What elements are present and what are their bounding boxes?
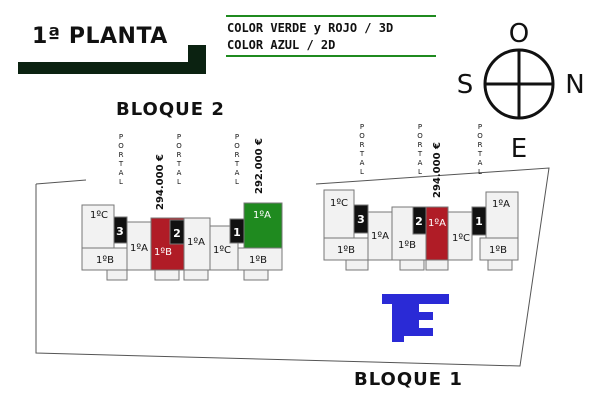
b1-portal-3-text: PORTAL — [358, 123, 366, 177]
title-underline-bar — [18, 62, 188, 74]
bloque-1-label: BLOQUE 1 — [354, 369, 463, 390]
b2-portal-1-text: PORTAL — [233, 133, 241, 187]
compass-west-label: O — [509, 19, 529, 49]
b2-price-red: 294.000 € — [155, 154, 166, 210]
compass-north-label: N — [565, 70, 584, 100]
bloque-2 — [81, 202, 283, 281]
unit-b1-c1 — [323, 189, 355, 239]
site-boundary-top-left — [35, 179, 87, 185]
portal-b1-2 — [412, 206, 427, 235]
legend-rule-top — [226, 15, 436, 17]
b2-price-green: 292.000 € — [254, 138, 265, 194]
b1-unit-a-red-label: 1ºA — [428, 218, 446, 229]
b2-portal-3-number: 3 — [116, 225, 124, 238]
bloque-2-label: BLOQUE 2 — [116, 99, 225, 120]
unit-b2-a1 — [126, 221, 152, 271]
b2-unit-b1-label: 1ºB — [96, 255, 114, 266]
unit-b2-a-green — [243, 202, 283, 249]
b2-portal-2-number: 2 — [173, 227, 181, 240]
b2-unit-c1-label: 1ºC — [90, 210, 108, 221]
b2-unit-a-green-label: 1ºA — [253, 210, 271, 221]
b1-portal-2-text: PORTAL — [416, 123, 424, 177]
b1-unit-b3-label: 1ºB — [489, 245, 507, 256]
b2-unit-c2-label: 1ºC — [213, 245, 231, 256]
unit-b1-c2 — [447, 211, 473, 261]
b2-unit-b2-label: 1ºB — [249, 255, 267, 266]
b2-portal-2-text: PORTAL — [175, 133, 183, 187]
portal-b2-1 — [229, 218, 245, 244]
b2-unit-b-red-label: 1ºB — [154, 247, 172, 258]
b2-unit-a1-label: 1ºA — [130, 243, 148, 254]
compass: O S N E — [457, 19, 585, 164]
unit-b1-a2 — [485, 191, 519, 239]
bloque-1 — [323, 189, 519, 271]
b1-unit-a2-label: 1ºA — [492, 199, 510, 210]
b1-portal-1-number: 1 — [475, 215, 483, 228]
b1-portal-2-number: 2 — [415, 215, 423, 228]
b1-unit-a1-label: 1ºA — [371, 231, 389, 242]
compass-east-label: E — [511, 134, 527, 164]
b1-price-red: 294.000 € — [432, 142, 443, 198]
portal-b1-3 — [353, 204, 369, 234]
b1-portal-1-text: PORTAL — [476, 123, 484, 177]
floor-title: 1ª PLANTA — [32, 24, 168, 49]
portal-b1-1 — [471, 206, 487, 236]
unit-b1-a-red — [425, 206, 449, 261]
portal-b2-3 — [113, 216, 128, 244]
b1-unit-c2-label: 1ºC — [452, 233, 470, 244]
unit-2d-blue — [382, 294, 449, 342]
b1-unit-b2-label: 1ºB — [398, 240, 416, 251]
b2-unit-a2-label: 1ºA — [187, 237, 205, 248]
b2-portal-3-text: PORTAL — [117, 133, 125, 187]
b1-portal-3-number: 3 — [357, 213, 365, 226]
legend-3d-text: COLOR VERDE y ROJO / 3D — [227, 21, 394, 35]
b1-unit-b1-label: 1ºB — [337, 245, 355, 256]
legend-2d-text: COLOR AZUL / 2D — [227, 38, 336, 52]
b1-unit-c1-label: 1ºC — [330, 198, 348, 209]
b2-portal-1-number: 1 — [233, 226, 241, 239]
title-underline-tick — [188, 45, 206, 74]
site-boundary — [35, 167, 550, 367]
unit-b1-a1 — [367, 211, 393, 261]
compass-south-label: S — [457, 70, 474, 100]
legend-rule-bottom — [226, 55, 436, 57]
portal-b2-2 — [169, 219, 185, 245]
